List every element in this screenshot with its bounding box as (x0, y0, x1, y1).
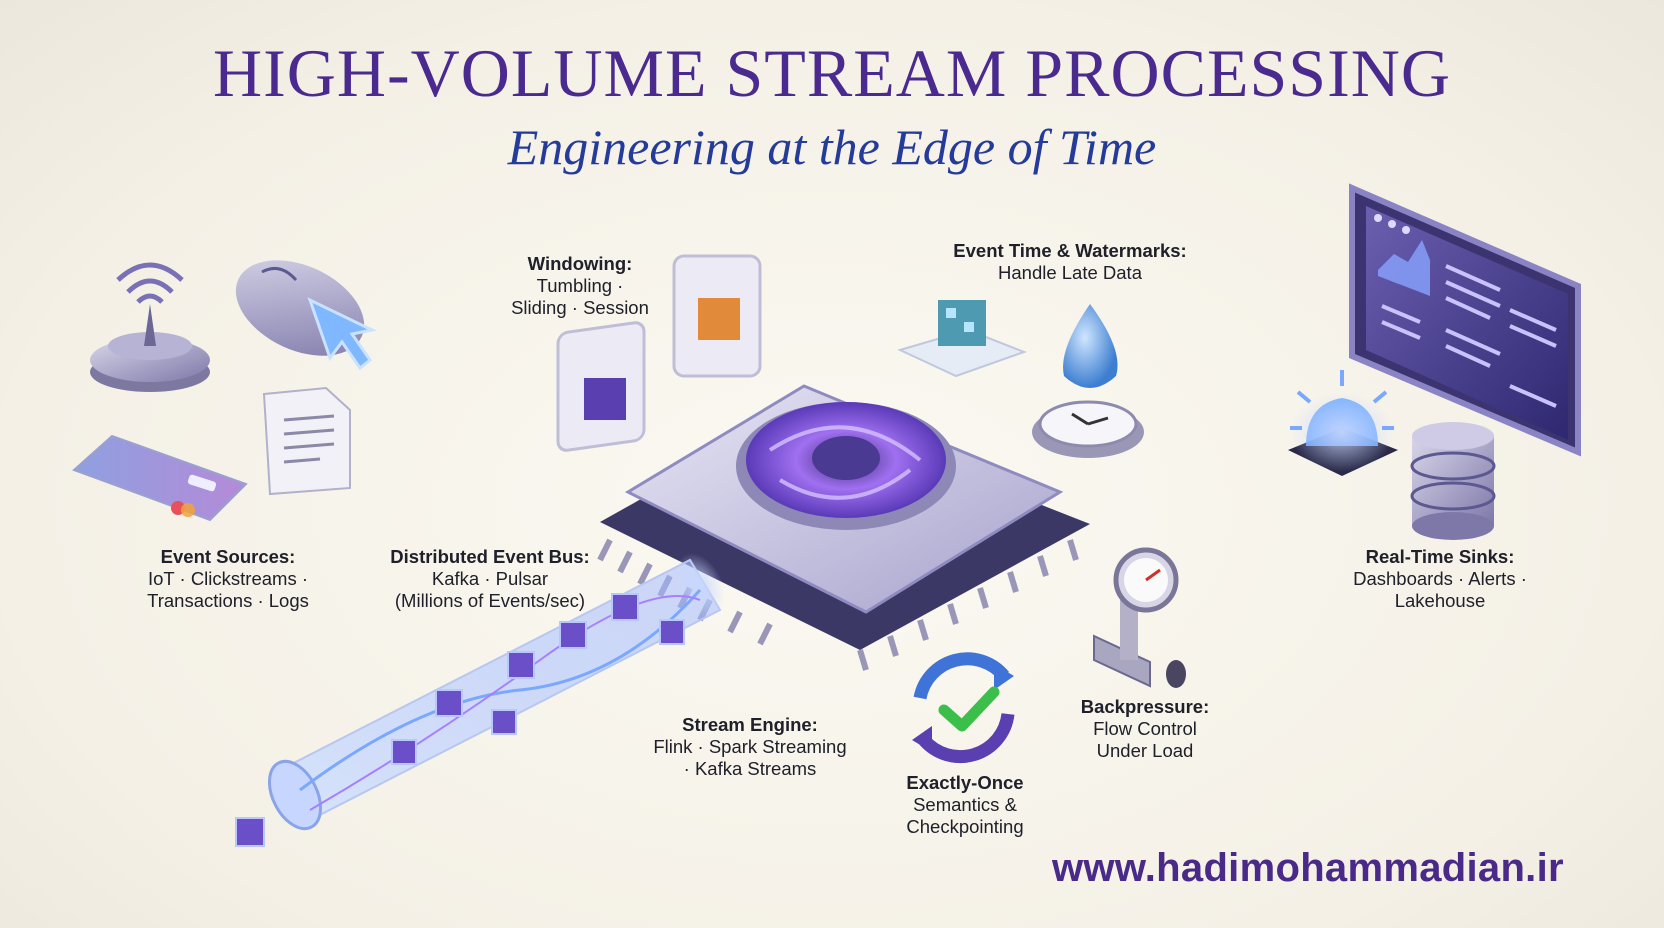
exactly-once-line1: Semantics & (913, 794, 1017, 815)
backpressure-heading: Backpressure: (1080, 696, 1210, 717)
sinks-line2: Lakehouse (1394, 590, 1486, 611)
watermark-url: www.hadimohammadian.ir (1052, 846, 1564, 890)
exactly-once-line2: Checkpointing (906, 816, 1024, 837)
exactly-once-heading: Exactly-Once (906, 772, 1024, 793)
event-sources-line2: Transactions · Logs (147, 590, 309, 611)
event-sources-label: Event Sources: IoT · Clickstreams · Tran… (118, 546, 338, 612)
exactly-once-label: Exactly-Once Semantics & Checkpointing (880, 772, 1050, 838)
window-cube-icon (556, 254, 762, 452)
event-bus-line1: Kafka · Pulsar (431, 568, 549, 589)
page-subtitle: Engineering at the Edge of Time (507, 119, 1157, 175)
exactly-once-cycle-icon (912, 652, 1015, 764)
stream-engine-heading: Stream Engine: (682, 714, 818, 735)
event-bus-line2: (Millions of Events/sec) (394, 590, 586, 611)
document-icon (262, 386, 351, 496)
backpressure-line2: Under Load (1096, 740, 1194, 761)
windowing-line2: Sliding · Session (511, 297, 649, 318)
backpressure-label: Backpressure: Flow Control Under Load (1060, 696, 1230, 762)
windowing-line1: Tumbling · (536, 275, 624, 296)
processor-chip-icon (597, 384, 1090, 671)
sinks-line1: Dashboards · Alerts · (1353, 568, 1527, 589)
windowing-label: Windowing: Tumbling · Sliding · Session (490, 253, 670, 319)
backpressure-line1: Flow Control (1093, 718, 1197, 739)
pressure-gauge-icon (1093, 547, 1186, 688)
windowing-heading: Windowing: (527, 253, 633, 274)
wifi-antenna-icon (90, 262, 210, 392)
dashboard-monitor-icon (1349, 183, 1581, 457)
event-cube-icon (897, 300, 1027, 378)
sinks-label: Real-Time Sinks: Dashboards · Alerts · L… (1330, 546, 1550, 612)
stream-engine-label: Stream Engine: Flink · Spark Streaming ·… (630, 714, 870, 780)
event-time-line1: Handle Late Data (998, 262, 1142, 283)
alert-beacon-icon (1288, 370, 1398, 476)
event-time-heading: Event Time & Watermarks: (953, 240, 1187, 261)
event-pipe-icon (235, 553, 725, 847)
event-bus-heading: Distributed Event Bus: (390, 546, 590, 567)
event-sources-heading: Event Sources: (160, 546, 296, 567)
credit-card-icon (72, 434, 248, 522)
stream-engine-line2: · Kafka Streams (683, 758, 817, 779)
event-sources-line1: IoT · Clickstreams · (147, 568, 308, 589)
event-time-label: Event Time & Watermarks: Handle Late Dat… (920, 240, 1220, 284)
event-bus-label: Distributed Event Bus: Kafka · Pulsar (M… (370, 546, 610, 612)
sinks-heading: Real-Time Sinks: (1365, 546, 1515, 567)
database-icon (1410, 422, 1496, 540)
page-title: HIGH-VOLUME STREAM PROCESSING (213, 35, 1451, 111)
mouse-cursor-icon (235, 260, 377, 371)
stream-engine-line1: Flink · Spark Streaming (653, 736, 847, 757)
water-drop-clock-icon (1032, 304, 1144, 458)
